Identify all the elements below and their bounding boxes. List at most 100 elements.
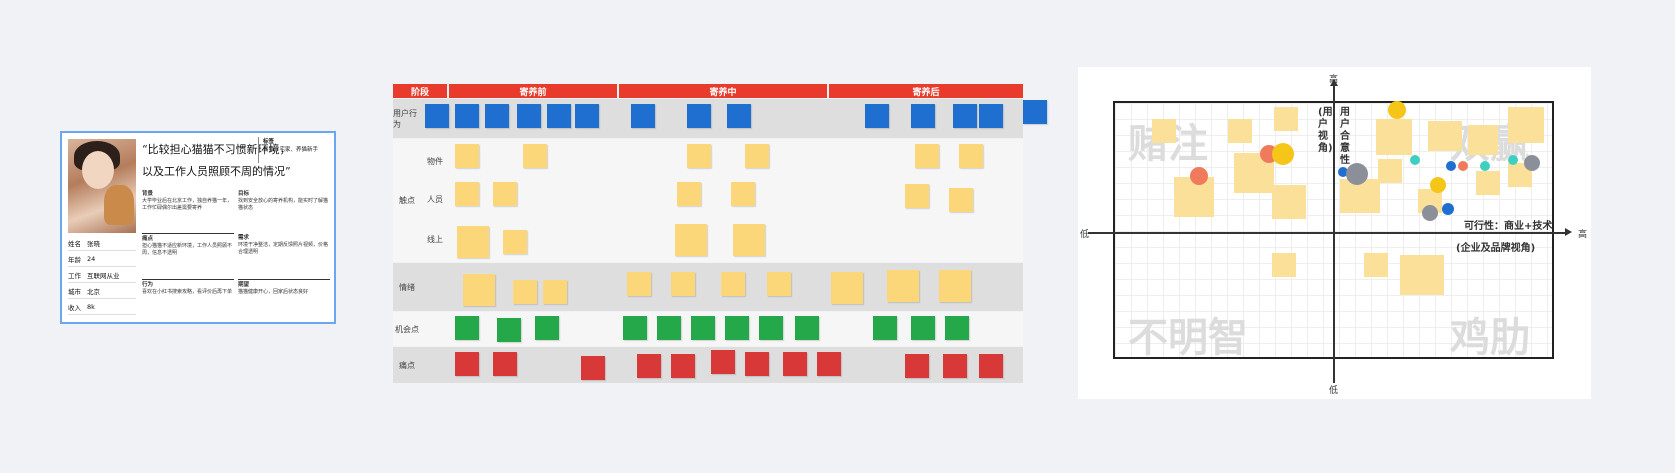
journey-map: 阶段 寄养前 寄养中 寄养后 用户行为 触点 物件 人员 线上 情绪 机会点 痛… [393,84,1053,386]
x-axis-line [1088,232,1568,234]
sticky-emotion [887,270,919,302]
info-key: 城市 [68,287,81,296]
sticky-touch [731,182,755,206]
sticky-touch [905,184,929,208]
sticky-behavior [911,104,935,128]
detail-heading: 痛点 [142,236,154,242]
persona-quote: “比较担心猫猫不习惯新环境， 以及工作人员照顾不周的情况” [142,139,332,183]
info-row: 城市北京 [68,283,136,299]
sticky-behavior [953,104,977,128]
idea-note [1272,185,1306,219]
vote-dot [1338,167,1348,177]
row-label-opportunity: 机会点 [395,324,419,334]
vote-dot [1480,161,1490,171]
sticky-touch [503,230,527,254]
info-row: 工作互联网从业 [68,267,136,283]
sticky-opportunity [795,316,819,340]
sticky-touch [493,182,517,206]
info-key: 工作 [68,271,81,280]
x-axis-low-label: 低 [1080,230,1090,240]
sticky-behavior [517,104,541,128]
detail-cell: 目标找到安全放心的寄养机构，能实时了解猫猫状态 [238,189,330,229]
sticky-touch [959,144,983,168]
sticky-opportunity [657,316,681,340]
sticky-emotion [543,280,567,304]
detail-text: 担心猫猫不适应新环境，工作人员照顾不周，信息不透明 [142,243,233,256]
sticky-behavior [425,104,449,128]
vote-dot [1446,161,1456,171]
sticky-opportunity [759,316,783,340]
sticky-touch [455,144,479,168]
idea-note [1340,179,1380,213]
sticky-behavior [631,104,655,128]
detail-cell: 行为喜欢在小红书搜索攻略，看评价后再下单 [142,279,234,318]
sticky-opportunity [623,316,647,340]
sticky-touch [949,188,973,212]
vote-dot [1430,177,1446,193]
sticky-opportunity [535,316,559,340]
journey-header-stage: 阶段 [393,84,447,98]
detail-heading: 目标 [238,191,250,197]
priority-matrix: 高 低 低 高 用户合意性 (用户视角) 可行性：商业+技术 (企业及品牌视角)… [1078,67,1591,399]
idea-note [1428,121,1462,151]
sticky-touch [915,144,939,168]
row-label-pain: 痛点 [399,360,415,370]
idea-note [1152,119,1176,143]
sticky-behavior [727,104,751,128]
persona-photo [68,139,136,233]
idea-note [1274,107,1298,131]
quadrant-unwise: 不明智 [1128,315,1248,361]
sticky-opportunity [911,316,935,340]
sticky-pain [493,352,517,376]
vote-dot [1410,155,1420,165]
row-label-touch: 触点 [399,196,415,205]
sticky-behavior [687,104,711,128]
detail-cell: 需求环境干净整洁，定期反馈照片视频，价格合理透明 [238,233,330,273]
sticky-opportunity [455,316,479,340]
sticky-behavior [575,104,599,128]
idea-note [1508,107,1544,143]
sticky-opportunity [725,316,749,340]
info-key: 年龄 [68,255,81,264]
touch-sub-object: 物件 [427,157,443,166]
sticky-emotion [767,272,791,296]
detail-cell: 期望猫猫健康开心，回家后状态良好 [238,279,330,318]
detail-heading: 行为 [142,282,154,288]
info-key: 收入 [68,303,81,312]
idea-note [1476,171,1500,195]
sticky-emotion [627,272,651,296]
idea-note [1376,119,1412,155]
detail-heading: 需求 [238,235,250,241]
sticky-touch [523,144,547,168]
vote-dot [1388,101,1406,119]
y-axis-low-label: 低 [1329,386,1339,396]
sticky-emotion [671,272,695,296]
quote-line: 以及工作人员照顾不周的情况” [142,165,291,178]
sticky-emotion [939,270,971,302]
touch-sub-staff: 人员 [427,195,443,204]
sticky-opportunity [873,316,897,340]
sticky-opportunity [497,318,521,342]
sticky-touch [733,224,765,256]
sticky-pain [905,354,929,378]
sticky-pain [581,356,605,380]
sticky-pain [455,352,479,376]
sticky-pain [979,354,1003,378]
journey-header-after: 寄养后 [829,84,1023,98]
sticky-touch [677,182,701,206]
quadrant-trivial: 鸡肋 [1450,315,1530,361]
sticky-touch [455,182,479,206]
row-label-emotion: 情绪 [399,282,415,292]
tags-value: 爱猫、宅家、养猫新手 [263,147,319,153]
sticky-pain [711,350,735,374]
info-row: 姓名张晓 [68,235,136,251]
sticky-behavior [547,104,571,128]
vote-dot [1524,155,1540,171]
idea-note [1468,125,1498,155]
journey-header-before: 寄养前 [449,84,617,98]
vote-dot [1190,167,1208,185]
y-axis-high-label: 高 [1329,75,1339,85]
